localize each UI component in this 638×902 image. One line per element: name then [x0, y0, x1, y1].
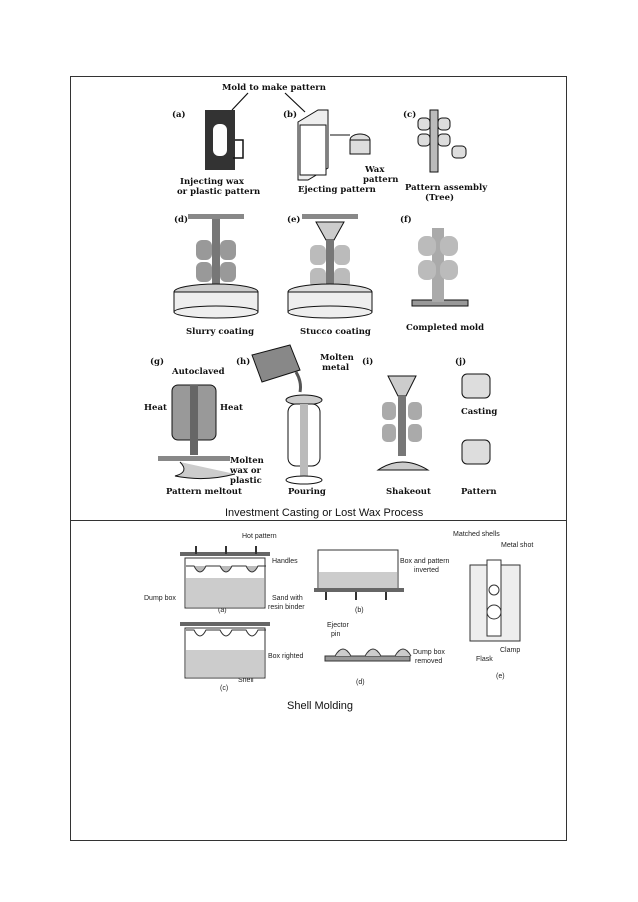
svg-text:metal: metal: [322, 363, 350, 373]
step-d-tag: (d): [174, 214, 188, 225]
step-f-tag: (f): [400, 214, 412, 225]
svg-text:Heat: Heat: [144, 403, 167, 413]
svg-text:Stucco coating: Stucco coating: [300, 327, 371, 337]
svg-text:Pattern: Pattern: [461, 487, 497, 497]
svg-text:Pattern meltout: Pattern meltout: [166, 487, 242, 497]
step-i-illustration: (i) Shakeout: [362, 356, 431, 497]
svg-text:or plastic pattern: or plastic pattern: [177, 187, 260, 197]
step-e-illustration: (e) Stucco coating: [287, 214, 373, 337]
investment-casting-figure: Mold to make pattern (a) Injecting wax o…: [144, 83, 497, 497]
step-c-tag: (c): [403, 109, 416, 120]
svg-text:Shakeout: Shakeout: [386, 487, 431, 497]
step-g-tag: (g): [150, 356, 164, 367]
document-frame: [70, 76, 567, 841]
svg-text:Heat: Heat: [220, 403, 243, 413]
step-h-tag: (h): [236, 356, 250, 367]
svg-text:wax or: wax or: [229, 466, 262, 476]
investment-caption: Investment Casting or Lost Wax Process: [225, 507, 424, 519]
step-f-illustration: (f) Completed mold: [400, 214, 484, 333]
svg-text:Casting: Casting: [461, 407, 497, 417]
step-b-tag: (b): [283, 109, 297, 120]
svg-text:pattern: pattern: [363, 175, 398, 185]
shell-caption: Shell Molding: [287, 700, 354, 712]
svg-text:Wax: Wax: [364, 165, 385, 175]
step-h-illustration: (h) Molten metal Pouring: [236, 344, 354, 497]
step-b-illustration: (b) Wax pattern Ejecting pattern: [283, 109, 398, 195]
svg-text:(Tree): (Tree): [425, 192, 454, 203]
svg-text:Injecting wax: Injecting wax: [180, 177, 245, 187]
svg-text:Slurry coating: Slurry coating: [186, 327, 254, 337]
svg-text:Completed mold: Completed mold: [406, 323, 484, 333]
svg-text:Ejecting pattern: Ejecting pattern: [298, 185, 376, 195]
svg-text:Molten: Molten: [230, 456, 264, 466]
svg-text:Pouring: Pouring: [288, 487, 326, 497]
step-a-tag: (a): [172, 109, 186, 120]
step-d-illustration: (d) Slurry coating: [173, 214, 259, 337]
svg-text:Pattern assembly: Pattern assembly: [405, 183, 488, 193]
svg-text:plastic: plastic: [230, 476, 262, 486]
svg-text:Molten: Molten: [320, 353, 354, 363]
section-divider: [70, 520, 567, 521]
step-g-illustration: (g) Autoclaved Heat Heat Molten wax or p…: [144, 356, 264, 497]
step-i-tag: (i): [362, 356, 373, 367]
svg-text:Autoclaved: Autoclaved: [171, 367, 225, 377]
step-j-tag: (j): [455, 356, 466, 367]
step-e-tag: (e): [287, 214, 300, 225]
step-c-illustration: (c) Pattern assembly (Tree): [403, 109, 488, 203]
mold-title: Mold to make pattern: [222, 83, 326, 93]
step-a-illustration: (a) Injecting wax or plastic pattern: [172, 109, 260, 197]
step-j-illustration: (j) Casting Pattern: [455, 356, 497, 497]
